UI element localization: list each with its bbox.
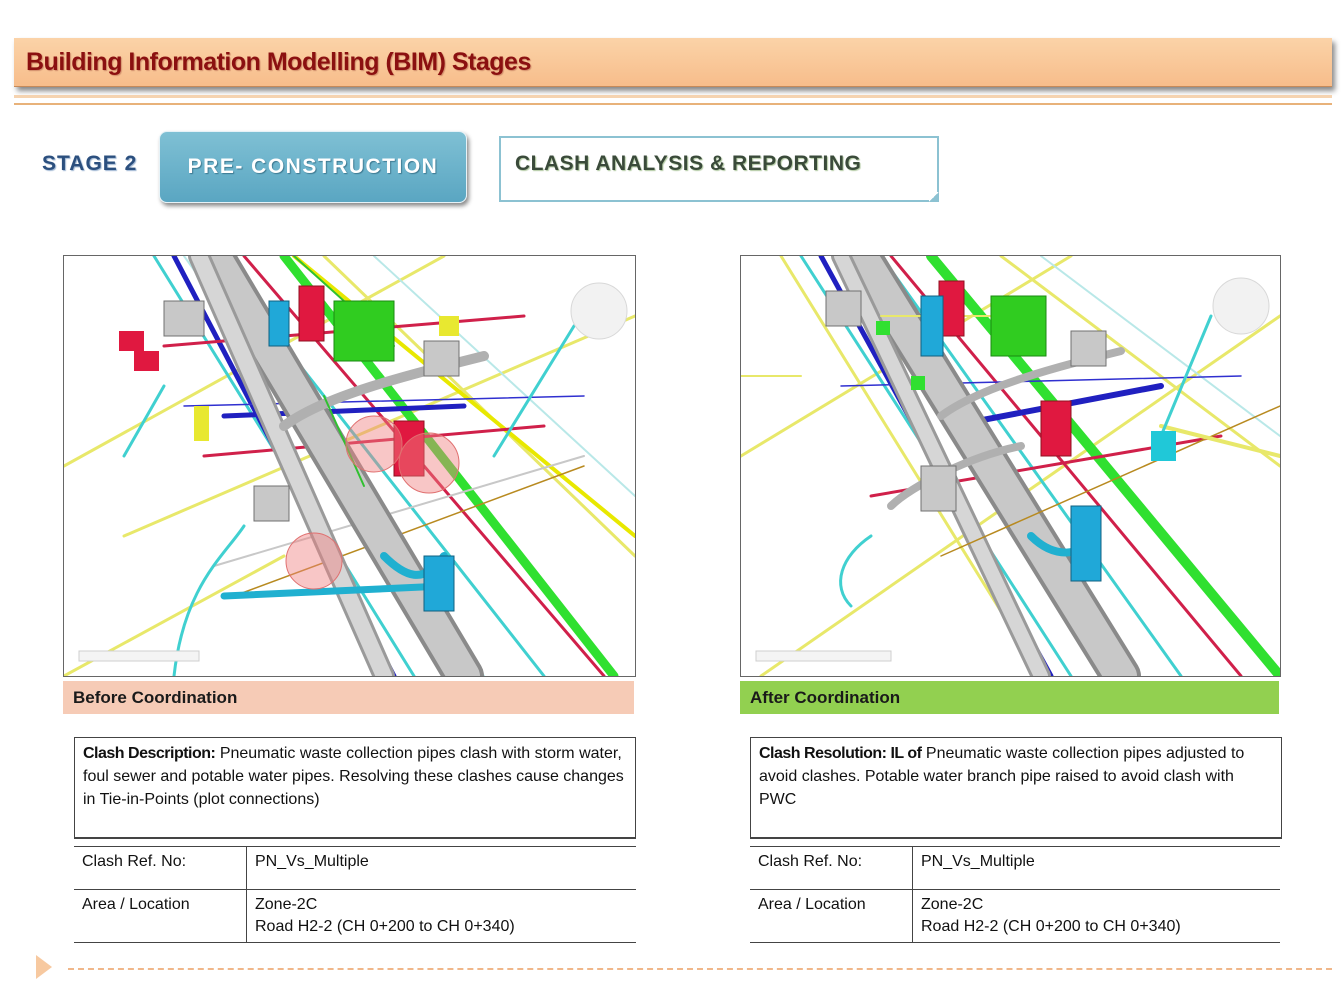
clash-resolution-box: Clash Resolution: IL of Pneumatic waste … <box>750 737 1282 839</box>
stage-label: STAGE 2 <box>42 152 138 175</box>
title-rule-light <box>14 95 1332 98</box>
after-coordination-band: After Coordination <box>740 681 1279 714</box>
clash-description-box: Clash Description: Pneumatic waste colle… <box>74 737 636 839</box>
clash-analysis-box: CLASH ANALYSIS & REPORTING <box>499 136 939 202</box>
page-fold-decoration <box>929 192 939 202</box>
area-zone: Zone-2C <box>255 896 318 913</box>
pre-construction-button[interactable]: PRE- CONSTRUCTION <box>159 131 467 203</box>
table-row: Area / Location Zone-2C Road H2-2 (CH 0+… <box>74 889 636 943</box>
area-road: Road H2-2 (CH 0+200 to CH 0+340) <box>255 918 515 935</box>
area-road: Road H2-2 (CH 0+200 to CH 0+340) <box>921 918 1181 935</box>
area-zone: Zone-2C <box>921 896 984 913</box>
slide-arrow-icon <box>36 955 52 979</box>
table-row: Area / Location Zone-2C Road H2-2 (CH 0+… <box>750 889 1280 943</box>
area-location-key: Area / Location <box>74 889 247 943</box>
after-coordination-view <box>740 255 1281 677</box>
before-coordination-band: Before Coordination <box>63 681 634 714</box>
clash-analysis-label: CLASH ANALYSIS & REPORTING <box>515 152 862 175</box>
table-row: Clash Ref. No: PN_Vs_Multiple <box>74 846 636 890</box>
table-row: Clash Ref. No: PN_Vs_Multiple <box>750 846 1280 890</box>
area-location-value: Zone-2C Road H2-2 (CH 0+200 to CH 0+340) <box>912 889 1280 943</box>
clash-resolution-label: Clash Resolution: IL of <box>759 745 922 762</box>
after-coordination-label: After Coordination <box>750 687 901 707</box>
footer-dashed-line <box>68 968 1332 970</box>
clash-ref-key: Clash Ref. No: <box>74 846 247 890</box>
page-title: Building Information Modelling (BIM) Sta… <box>26 48 531 76</box>
clash-description-label: Clash Description: <box>83 745 216 762</box>
before-coordination-view <box>63 255 636 677</box>
after-bim-model-image <box>741 256 1280 676</box>
area-location-key: Area / Location <box>750 889 913 943</box>
area-location-value: Zone-2C Road H2-2 (CH 0+200 to CH 0+340) <box>246 889 636 943</box>
before-bim-model-image <box>64 256 635 676</box>
clash-description-text: Pneumatic waste collection pipes clash w… <box>83 745 624 808</box>
before-coordination-label: Before Coordination <box>73 687 238 707</box>
pre-construction-label: PRE- CONSTRUCTION <box>187 155 439 178</box>
clash-ref-key: Clash Ref. No: <box>750 846 913 890</box>
title-bar: Building Information Modelling (BIM) Sta… <box>14 38 1332 87</box>
title-rule <box>14 103 1332 105</box>
after-clash-info-table: Clash Ref. No: PN_Vs_Multiple Area / Loc… <box>750 846 1280 943</box>
clash-ref-value: PN_Vs_Multiple <box>912 846 1280 890</box>
clash-ref-value: PN_Vs_Multiple <box>246 846 636 890</box>
before-clash-info-table: Clash Ref. No: PN_Vs_Multiple Area / Loc… <box>74 846 636 943</box>
clash-resolution-text: Pneumatic waste collection pipes adjuste… <box>759 745 1245 808</box>
